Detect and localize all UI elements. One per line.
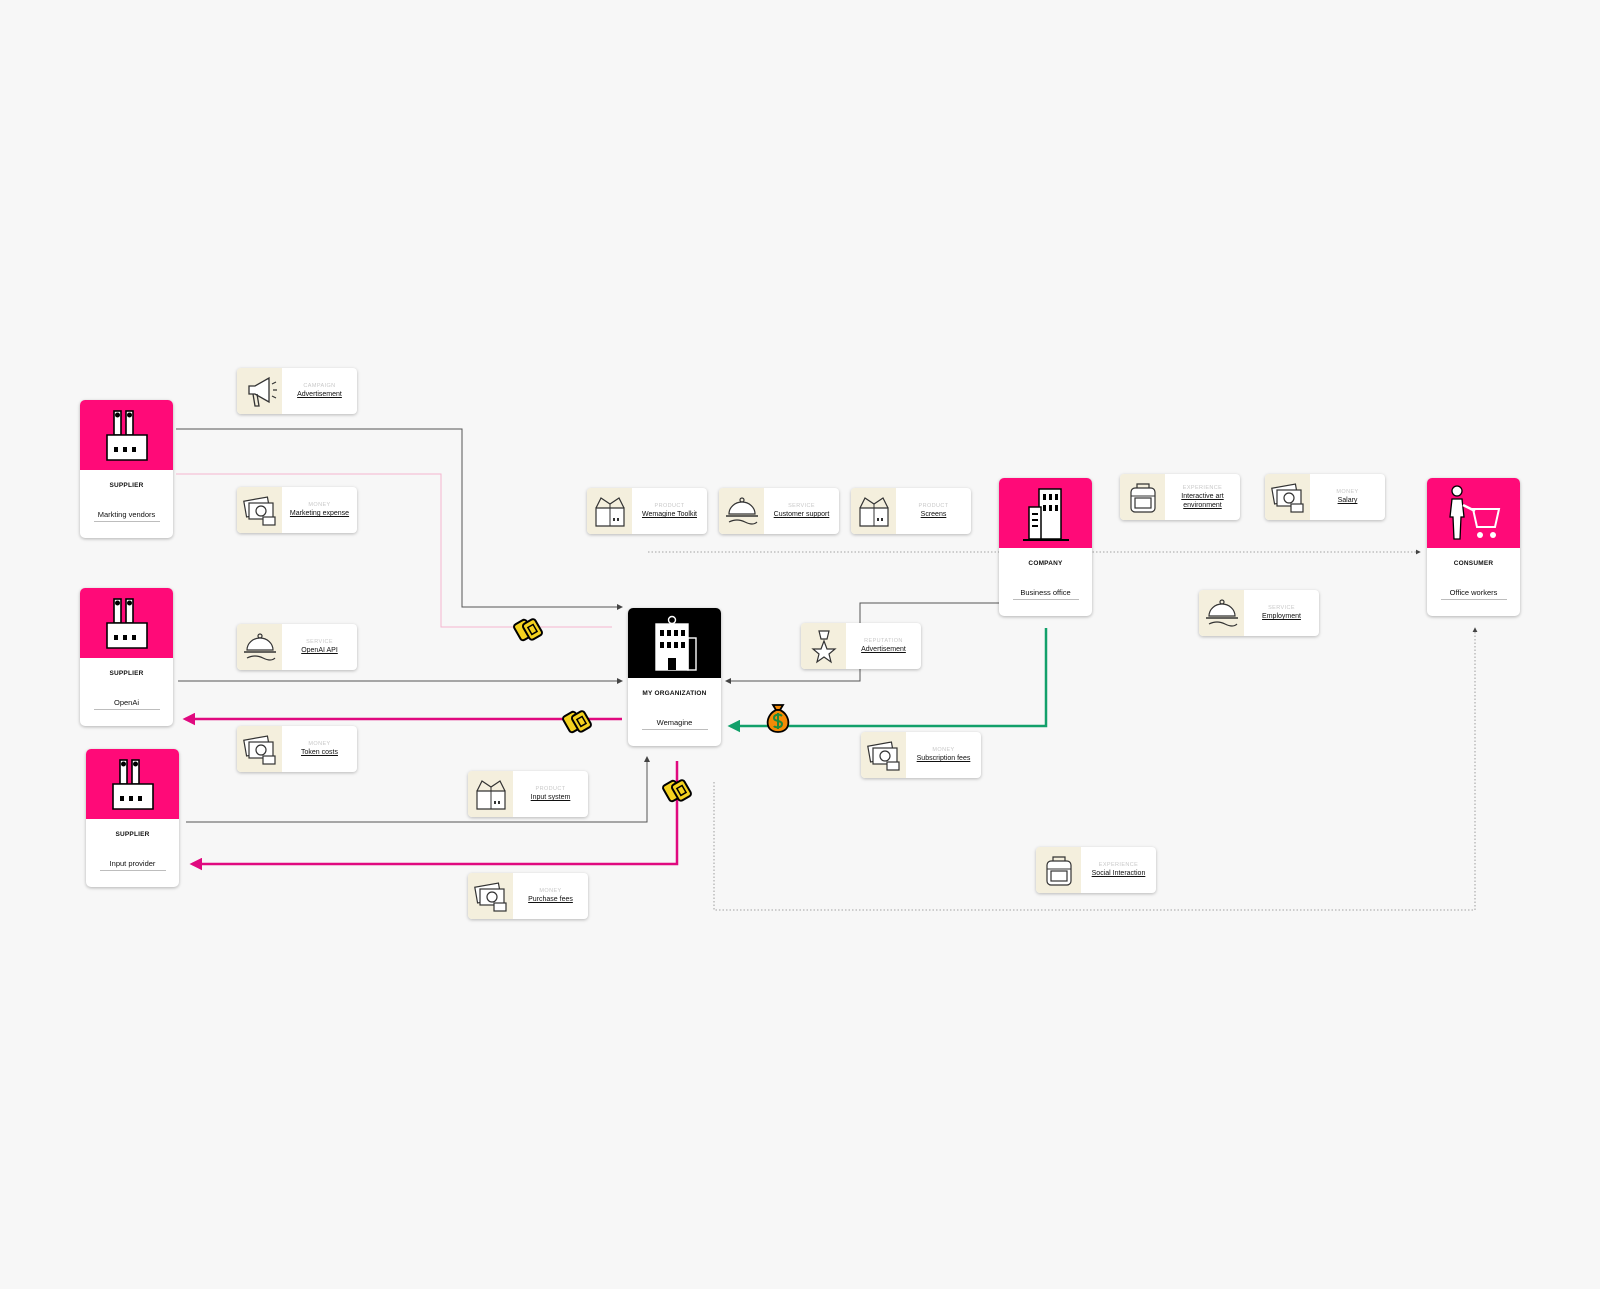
flow-kind: MONEY (932, 747, 955, 753)
flow-title: Purchase fees (528, 896, 573, 903)
flow-card-interactive-art[interactable]: EXPERIENCE Interactive art environment (1120, 474, 1240, 520)
flow-kind: EXPERIENCE (1098, 862, 1139, 868)
actor-name: Wemagine (641, 718, 708, 730)
connector-advertisement (176, 428, 623, 610)
factory-icon (80, 400, 173, 470)
actor-role: COMPANY (1028, 560, 1063, 567)
flow-title: Token costs (301, 749, 338, 756)
flow-card-wemagine-toolkit[interactable]: PRODUCT Wemagine Toolkit (587, 488, 707, 534)
building-icon (628, 608, 721, 678)
medal-icon (801, 623, 846, 669)
flow-kind: SERVICE (306, 639, 333, 645)
money-icon (237, 726, 282, 772)
flow-kind: MONEY (539, 888, 562, 894)
flow-card-subscription-fees[interactable]: MONEY Subscription fees (861, 732, 981, 778)
flow-card-reputation-advertisement[interactable]: REPUTATION Advertisement (801, 623, 921, 669)
flow-title: Social Interaction (1091, 870, 1146, 877)
actor-role: CONSUMER (1453, 560, 1494, 567)
flow-title: Wemagine Toolkit (642, 511, 697, 518)
flow-title: Subscription fees (916, 755, 971, 762)
factory-icon (86, 749, 179, 819)
flow-kind: EXPERIENCE (1182, 484, 1223, 491)
actor-consumer[interactable]: CONSUMER Office workers (1427, 478, 1520, 616)
flow-card-purchase-fees[interactable]: MONEY Purchase fees (468, 873, 588, 919)
money-icon (237, 487, 282, 533)
flow-title: Customer support (773, 511, 830, 518)
coins-icon (662, 779, 692, 803)
flow-kind: CAMPAIGN (303, 383, 336, 389)
flow-card-screens[interactable]: PRODUCT Screens (851, 488, 971, 534)
flow-kind: REPUTATION (864, 638, 903, 644)
flow-title: Employment (1262, 613, 1301, 620)
flow-title: OpenAI API (301, 647, 338, 654)
flow-title: Salary (1337, 497, 1358, 504)
flow-kind: SERVICE (788, 503, 815, 509)
money-icon (1265, 474, 1310, 520)
flow-kind: PRODUCT (918, 503, 949, 509)
flow-card-employment[interactable]: SERVICE Employment (1199, 590, 1319, 636)
flow-title: Input system (530, 794, 571, 801)
box-icon (468, 771, 513, 817)
backpack-icon (1036, 847, 1081, 893)
connector-social-interaction (713, 627, 1478, 911)
flow-card-token-costs[interactable]: MONEY Token costs (237, 726, 357, 772)
money-icon (861, 732, 906, 778)
actor-name: Markting vendors (93, 510, 160, 522)
coins-icon (562, 710, 592, 734)
box-icon (587, 488, 632, 534)
actor-my-organization[interactable]: MY ORGANIZATION Wemagine (628, 608, 721, 746)
flow-kind: MONEY (308, 502, 331, 508)
factory-icon (80, 588, 173, 658)
flow-kind: MONEY (1336, 489, 1359, 495)
flow-kind: PRODUCT (535, 786, 566, 792)
actor-name: Input provider (99, 859, 166, 871)
actor-supplier-input[interactable]: SUPPLIER Input provider (86, 749, 179, 887)
shopper-cart-icon (1427, 478, 1520, 548)
money-icon (468, 873, 513, 919)
connector-subscription-fees (727, 628, 1048, 733)
flow-title: Interactive art environment (1181, 492, 1224, 509)
service-cloche-icon (719, 488, 764, 534)
megaphone-icon (237, 368, 282, 414)
flow-card-advertisement[interactable]: CAMPAIGN Advertisement (237, 368, 357, 414)
money-bag-icon (766, 704, 790, 733)
actor-role: SUPPLIER (109, 670, 144, 677)
flow-title: Advertisement (861, 646, 906, 653)
coins-icon (513, 618, 543, 642)
backpack-icon (1120, 474, 1165, 520)
actor-name: OpenAi (93, 698, 160, 710)
actor-company[interactable]: COMPANY Business office (999, 478, 1092, 616)
actor-role: SUPPLIER (115, 831, 150, 838)
office-building-icon (999, 478, 1092, 548)
flow-card-customer-support[interactable]: SERVICE Customer support (719, 488, 839, 534)
flow-kind: MONEY (308, 741, 331, 747)
actor-role: MY ORGANIZATION (642, 690, 707, 697)
flow-card-social-interaction[interactable]: EXPERIENCE Social Interaction (1036, 847, 1156, 893)
actor-name: Business office (1012, 588, 1079, 600)
box-icon (851, 488, 896, 534)
actor-supplier-openai[interactable]: SUPPLIER OpenAi (80, 588, 173, 726)
connector-input-system (186, 756, 650, 823)
flow-card-marketing-expense[interactable]: MONEY Marketing expense (237, 487, 357, 533)
flow-title: Advertisement (297, 391, 342, 398)
actor-supplier-marketing[interactable]: SUPPLIER Markting vendors (80, 400, 173, 538)
flow-card-openai-api[interactable]: SERVICE OpenAI API (237, 624, 357, 670)
flow-kind: PRODUCT (654, 503, 685, 509)
flow-title: Marketing expense (289, 510, 350, 517)
actor-role: SUPPLIER (109, 482, 144, 489)
connector-purchase-fees (189, 761, 679, 871)
flow-kind: SERVICE (1268, 605, 1295, 611)
service-cloche-icon (237, 624, 282, 670)
flow-title: Screens (920, 511, 947, 518)
flow-card-input-system[interactable]: PRODUCT Input system (468, 771, 588, 817)
service-cloche-icon (1199, 590, 1244, 636)
flow-card-salary[interactable]: MONEY Salary (1265, 474, 1385, 520)
actor-name: Office workers (1440, 588, 1507, 600)
